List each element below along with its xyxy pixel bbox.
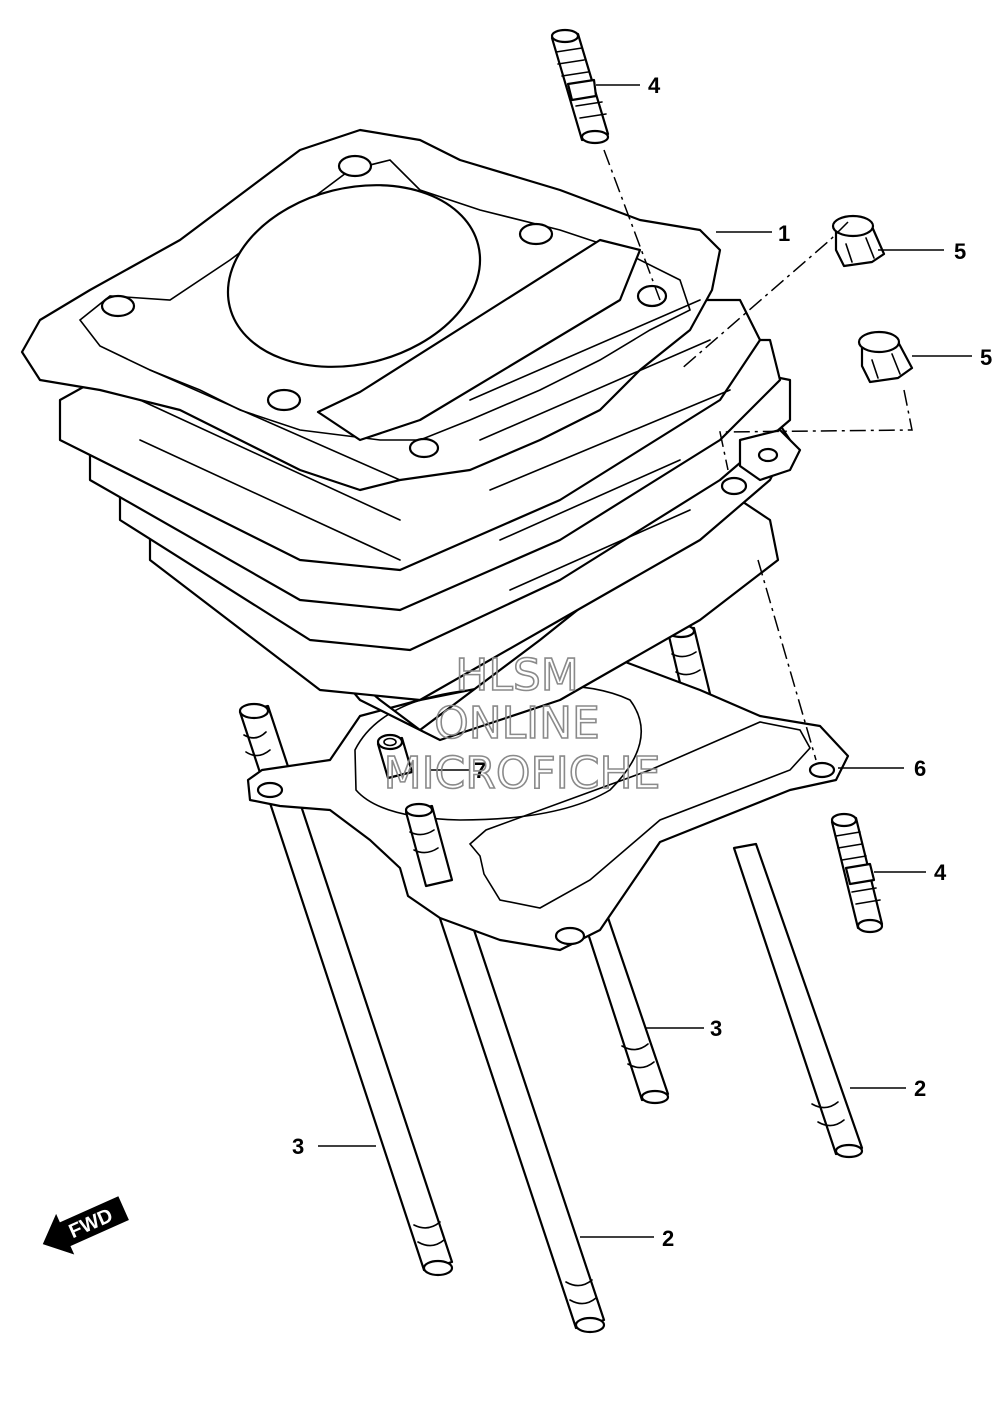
stud-bolt-2-right[interactable]: [732, 842, 864, 1159]
short-stud-4-right[interactable]: [830, 812, 884, 934]
alignment-line-gasket-right: [757, 559, 817, 761]
flange-nut-lower[interactable]: [857, 330, 914, 384]
stud-bolt-3-left[interactable]: [238, 702, 454, 1277]
callout-2-right[interactable]: 2: [914, 1076, 926, 1101]
dowel-pin[interactable]: [376, 733, 414, 780]
cylinder-block[interactable]: [20, 128, 802, 742]
callout-5-upper[interactable]: 5: [954, 239, 966, 264]
watermark-line-1: HLSM: [455, 650, 579, 701]
forward-direction-indicator: FWD: [42, 1196, 129, 1255]
short-stud-4-top[interactable]: [550, 28, 610, 145]
flange-nut-upper[interactable]: [831, 214, 886, 268]
alignment-line-nut-upper: [679, 221, 849, 371]
watermark-line-2: ONLINE: [434, 698, 600, 749]
watermark: HLSM ONLINE MICROFICHE: [383, 649, 661, 800]
callout-3-left[interactable]: 3: [292, 1134, 304, 1159]
callout-3-right[interactable]: 3: [710, 1016, 722, 1041]
alignment-line-stud-top: [603, 149, 661, 301]
callout-5-lower[interactable]: 5: [980, 345, 992, 370]
callout-4-right[interactable]: 4: [934, 860, 947, 885]
watermark-line-3: MICROFICHE: [384, 748, 661, 799]
callout-4-top[interactable]: 4: [648, 73, 661, 98]
fwd-arrow-icon: FWD: [42, 1196, 129, 1255]
callout-6[interactable]: 6: [914, 756, 926, 781]
cylinder-base-gasket[interactable]: [246, 658, 850, 952]
callout-1[interactable]: 1: [778, 221, 790, 246]
callout-2-left[interactable]: 2: [662, 1226, 674, 1251]
gasket-stud-front-left: [404, 802, 454, 888]
callout-7[interactable]: 7: [474, 758, 486, 783]
